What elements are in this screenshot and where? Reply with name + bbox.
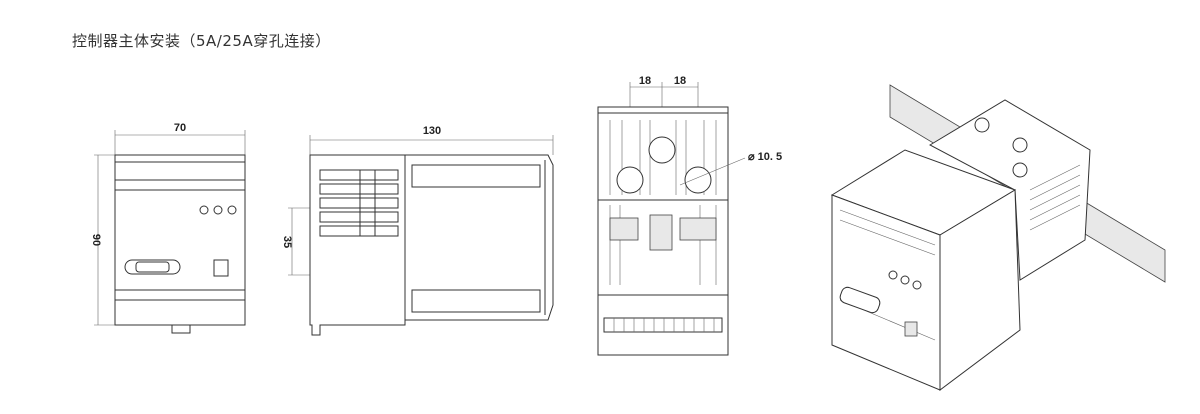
pitch-right-dimension: 18 [674,75,686,87]
side-length-dimension: 130 [423,125,441,137]
top-view: 18 18 ⌀ 10. 5 [597,75,782,356]
front-height-dimension: 90 [90,234,102,246]
rail-dimension: 35 [281,236,293,248]
hole-diameter-dimension: ⌀ 10. 5 [748,151,782,163]
hole-icon [648,136,676,164]
page-title: 控制器主体安装（5A/25A穿孔连接） [72,32,331,50]
pitch-left-dimension: 18 [639,75,651,87]
front-width-dimension: 70 [174,122,186,134]
front-view: 70 90 [90,122,246,334]
side-view: 130 35 [281,125,554,336]
isometric-view [830,84,1166,391]
